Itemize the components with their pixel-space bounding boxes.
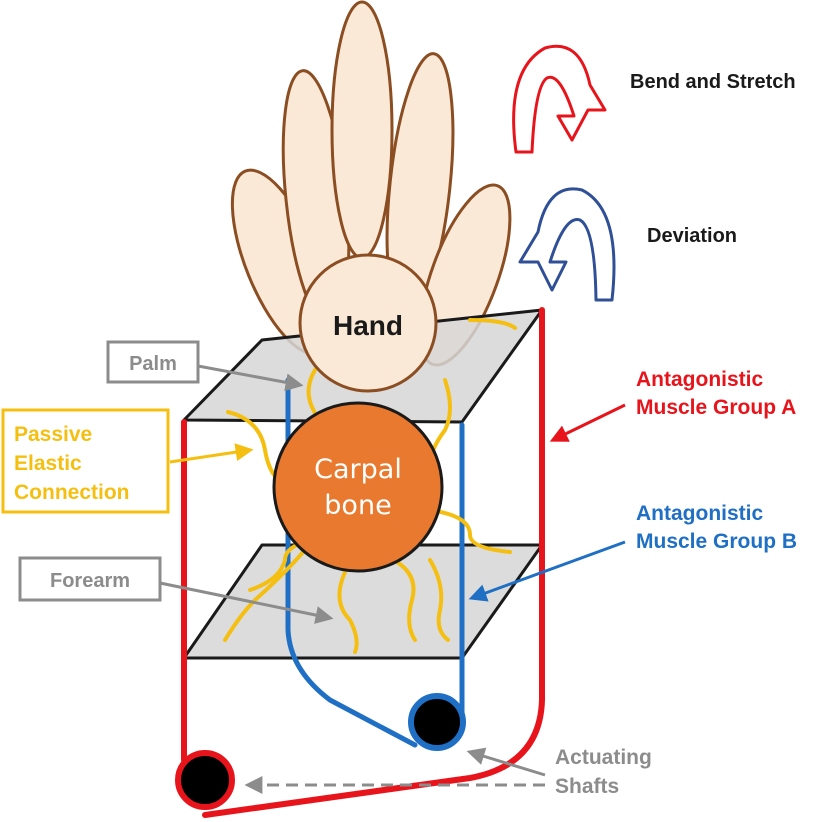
group-a-label-line1: Antagonistic xyxy=(636,368,763,391)
palm-label: Palm xyxy=(129,353,177,375)
palm-pointer-arrow xyxy=(197,364,304,392)
deviation-label: Deviation xyxy=(647,225,737,247)
forearm-label-box: Forearm xyxy=(18,556,162,602)
deviation-arrow-icon xyxy=(518,187,616,302)
bend-stretch-label: Bend and Stretch xyxy=(630,71,796,93)
shafts-label-line1: Actuating xyxy=(555,746,652,769)
group-b-pointer-arrow xyxy=(468,540,626,602)
forearm-pointer-arrow xyxy=(159,581,334,624)
muscle-group-a-cable xyxy=(181,307,545,818)
passive-elastic-label-box: Passive Elastic Connection xyxy=(1,408,170,514)
hand-label: Hand xyxy=(333,310,403,341)
passive-label-line1: Passive xyxy=(14,423,92,446)
passive-label-line2: Elastic xyxy=(14,452,82,475)
finger-middle xyxy=(330,0,394,260)
passive-elastic-pointer-arrow xyxy=(169,443,254,464)
forearm-label: Forearm xyxy=(50,570,130,592)
carpal-label-line1: Carpal xyxy=(314,454,402,485)
palm-label-box: Palm xyxy=(106,340,200,384)
bend-stretch-arrow-icon xyxy=(512,44,607,154)
group-b-label-line1: Antagonistic xyxy=(636,502,763,525)
muscle-group-b-cable xyxy=(285,377,465,748)
shafts-label-line2: Shafts xyxy=(555,775,619,798)
hand-palm-circle xyxy=(298,253,438,393)
group-a-label-line2: Muscle Group A xyxy=(636,396,796,419)
actuating-shaft-left xyxy=(175,750,235,810)
carpal-label-line2: bone xyxy=(324,490,391,521)
shafts-pointer-arrow-upper xyxy=(466,747,546,777)
group-a-pointer-arrow xyxy=(549,403,626,442)
carpal-bone xyxy=(272,401,444,573)
group-b-label-line2: Muscle Group B xyxy=(636,530,797,553)
passive-label-line3: Connection xyxy=(14,481,130,504)
actuating-shaft-right xyxy=(408,693,466,751)
